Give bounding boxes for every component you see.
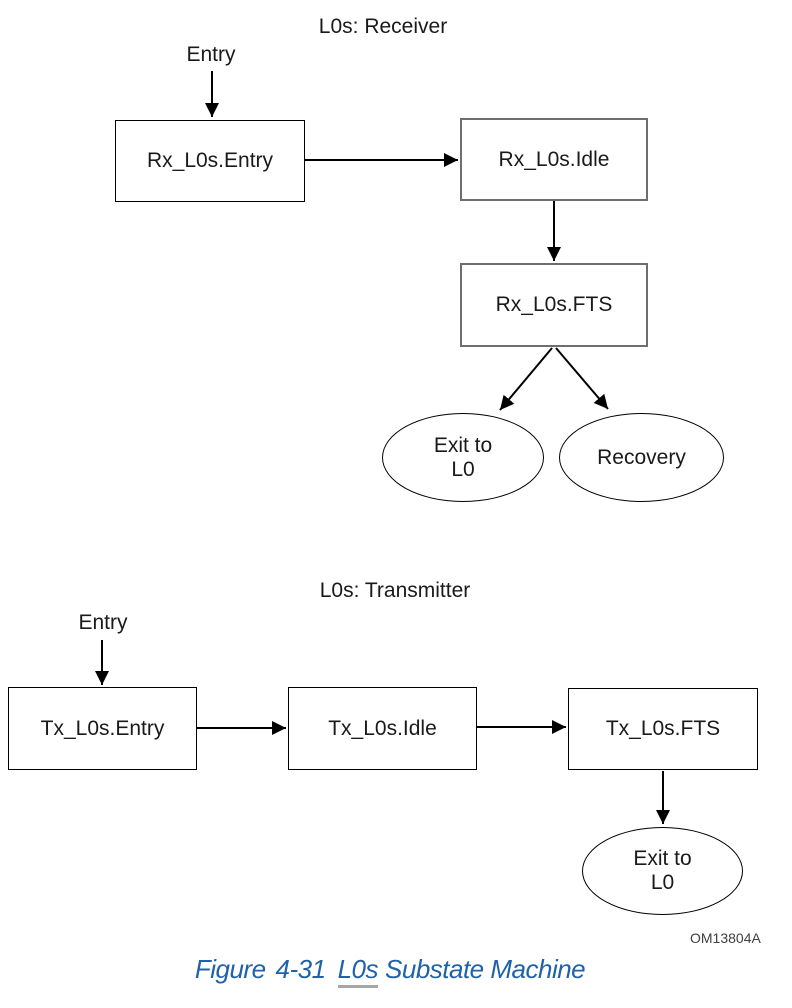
terminal-label-line2: L0 [650, 871, 675, 894]
state-label: Rx_L0s.FTS [495, 293, 613, 316]
transmitter-diagram-title: L0s: Transmitter [319, 579, 471, 602]
terminal-label-line2: L0 [451, 457, 475, 481]
state-label: Rx_L0s.Idle [498, 147, 610, 171]
caption-figure-number: 4-31 [275, 954, 327, 984]
state-box-tx-l0s-entry: Tx_L0s.Entry [8, 687, 197, 770]
state-label: Tx_L0s.FTS [605, 717, 721, 740]
terminal-rx-recovery: Recovery [559, 413, 724, 502]
terminal-label-line1: Exit to [433, 433, 493, 457]
caption-term-underlined: L0s [337, 954, 379, 988]
receiver-diagram-title: L0s: Receiver [318, 15, 448, 38]
terminal-label-line1: Exit to [633, 847, 692, 870]
terminal-tx-exit-to-l0: Exit to L0 [582, 827, 743, 915]
state-box-tx-l0s-fts: Tx_L0s.FTS [568, 688, 758, 770]
caption-figure-label: Figure [194, 954, 266, 984]
artwork-id-watermark: OM13804A [690, 930, 761, 946]
state-label: Tx_L0s.Idle [328, 716, 437, 740]
state-label: Rx_L0s.Entry [146, 149, 274, 172]
arrow-rx-fts-to-recovery [555, 347, 609, 410]
caption-rest: Substate Machine [385, 954, 586, 984]
terminal-label: Recovery [597, 445, 686, 469]
state-box-rx-l0s-fts: Rx_L0s.FTS [460, 263, 648, 347]
terminal-rx-exit-to-l0: Exit to L0 [382, 413, 544, 502]
state-box-tx-l0s-idle: Tx_L0s.Idle [288, 687, 477, 770]
transmitter-entry-label: Entry [78, 611, 128, 634]
state-box-rx-l0s-entry: Rx_L0s.Entry [115, 120, 305, 202]
state-box-rx-l0s-idle: Rx_L0s.Idle [460, 118, 648, 201]
arrow-rx-fts-to-exit [499, 347, 553, 411]
state-label: Tx_L0s.Entry [40, 716, 165, 740]
receiver-entry-label: Entry [186, 43, 236, 66]
